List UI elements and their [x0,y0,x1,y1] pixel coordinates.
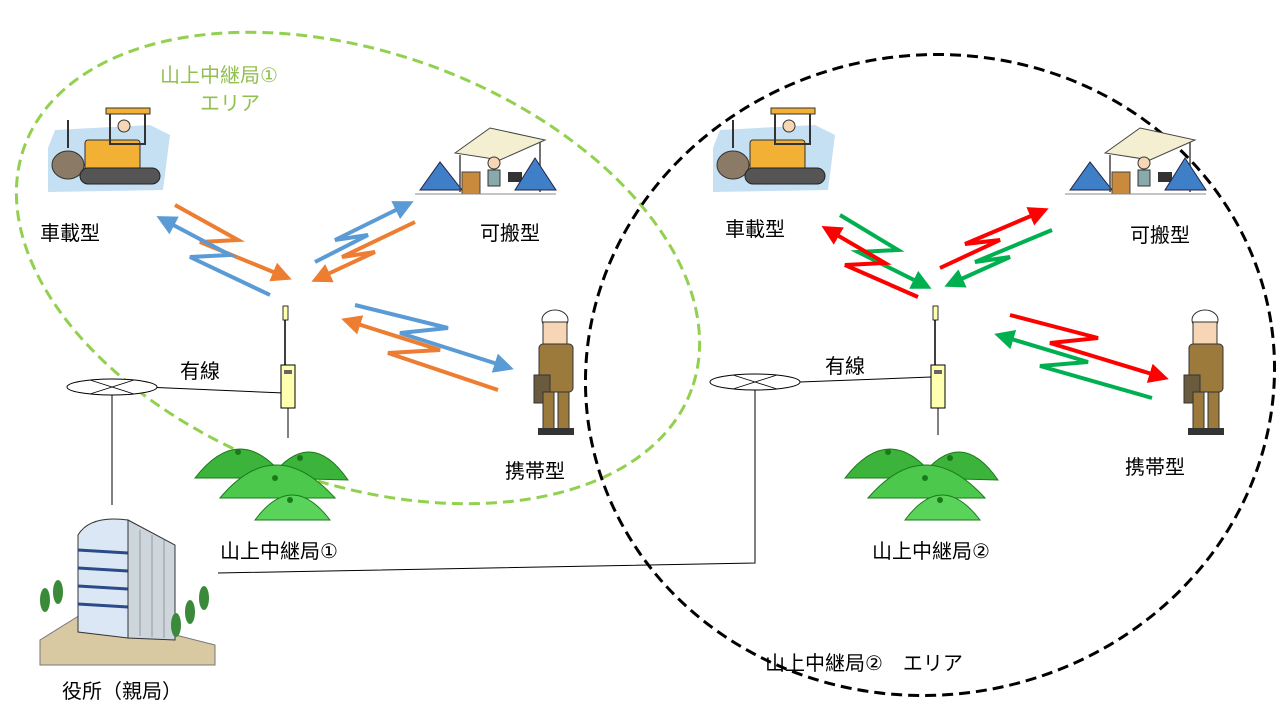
mountain-2 [843,448,999,521]
link-handheld1-in [341,315,499,392]
tent-illustration-2 [1065,127,1207,195]
relay2-handheld-label: 携帯型 [1125,455,1185,479]
area1-title-line2: エリア [200,91,260,115]
relay1-vehicle-label: 車載型 [40,221,100,245]
wired-links [111,376,932,574]
relay1-portable-label: 可搬型 [480,221,540,245]
link-vehicle1-up [156,216,271,297]
bulldozer-illustration-2 [713,107,835,192]
link-portable2-red [939,207,1049,270]
network-node-2 [709,373,801,391]
relay2-radio-unit [930,305,946,435]
relay1-wired-label: 有線 [180,359,220,383]
area1-title-line1: 山上中継局① [160,63,278,87]
radio-links-area1 [156,201,514,392]
relay2-portable-label: 可搬型 [1130,223,1190,247]
office-label: 役所（親局） [62,679,182,703]
relay2-wired-label: 有線 [825,354,865,378]
link-handheld2-red [1009,313,1169,383]
relay2-name-label: 山上中継局② [872,539,990,563]
worker-illustration-2 [1183,309,1224,435]
bulldozer-illustration-1 [48,107,170,192]
link-vehicle1-down [174,203,292,282]
link-vehicle2-green [838,213,932,289]
relay1-radio-unit [280,305,296,438]
relay1-area-boundary [14,30,702,506]
relay1-handheld-label: 携帯型 [505,459,565,483]
link-vehicle2-red [821,225,919,299]
relay2-vehicle-label: 車載型 [725,217,785,241]
tent-illustration-1 [415,127,557,195]
office-building-illustration [39,518,216,666]
link-portable1-down [311,220,416,283]
link-handheld1-out [354,303,514,373]
link-handheld2-green [994,330,1153,400]
relay2-area-boundary [583,52,1277,698]
area2-title: 山上中継局② エリア [765,651,963,675]
worker-illustration-1 [533,309,574,435]
network-node-1 [66,378,158,396]
link-portable2-green [944,228,1053,288]
radio-links-area2 [821,207,1169,400]
mountain-1 [193,448,349,521]
link-portable1-up [314,201,414,264]
relay1-name-label: 山上中継局① [220,539,338,563]
